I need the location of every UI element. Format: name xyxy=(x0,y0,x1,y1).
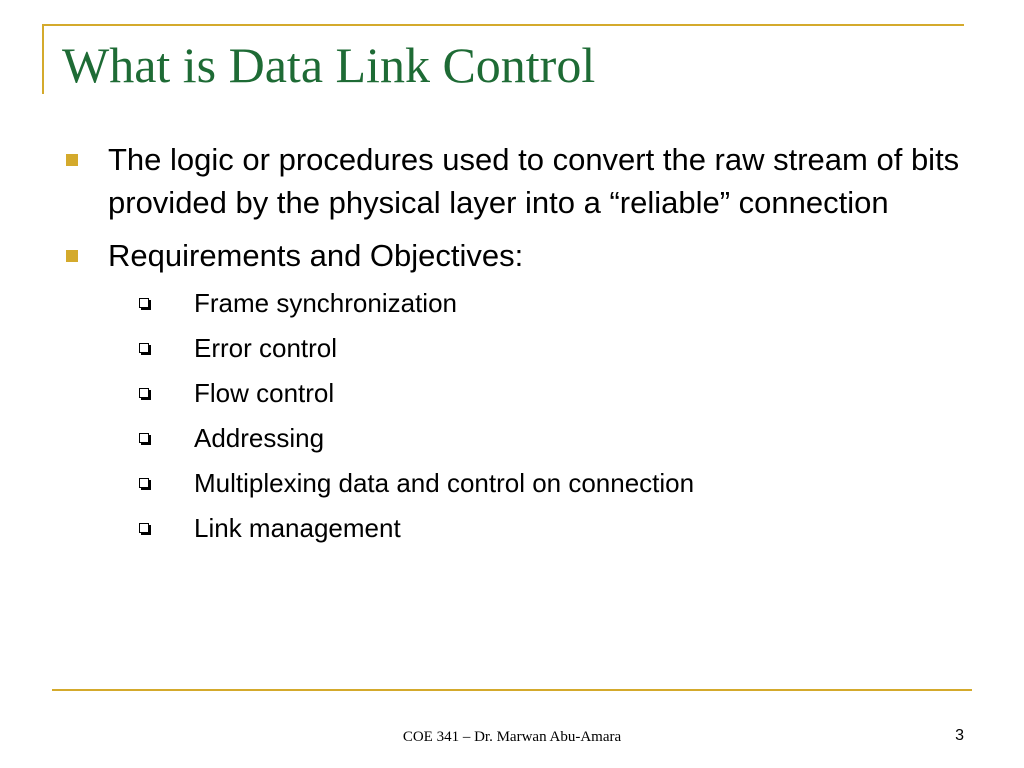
bullet-text: Requirements and Objectives: xyxy=(108,238,524,273)
bullet-text: The logic or procedures used to convert … xyxy=(108,142,960,220)
sub-bullet-item: Flow control xyxy=(62,371,962,416)
filled-square-bullet-icon xyxy=(66,250,78,262)
bullet-requirements: Requirements and Objectives: xyxy=(62,234,962,277)
sub-bullet-item: Addressing xyxy=(62,416,962,461)
sub-bullet-text: Multiplexing data and control on connect… xyxy=(194,468,695,498)
hollow-square-bullet-icon xyxy=(139,523,149,533)
sub-bullet-text: Flow control xyxy=(194,378,335,408)
frame-top-rule xyxy=(42,24,964,26)
sub-bullet-item: Frame synchronization xyxy=(62,281,962,326)
slide-body: The logic or procedures used to convert … xyxy=(62,138,962,551)
slide-title: What is Data Link Control xyxy=(62,37,596,93)
requirements-sublist: Frame synchronization Error control Flow… xyxy=(62,281,962,551)
footer-rule xyxy=(52,689,972,691)
sub-bullet-item: Multiplexing data and control on connect… xyxy=(62,461,962,506)
hollow-square-bullet-icon xyxy=(139,478,149,488)
frame-left-rule xyxy=(42,24,44,94)
sub-bullet-item: Link management xyxy=(62,506,962,551)
filled-square-bullet-icon xyxy=(66,154,78,166)
sub-bullet-text: Frame synchronization xyxy=(194,288,457,318)
footer-course-author: COE 341 – Dr. Marwan Abu-Amara xyxy=(402,729,622,745)
hollow-square-bullet-icon xyxy=(139,388,149,398)
hollow-square-bullet-icon xyxy=(139,343,149,353)
hollow-square-bullet-icon xyxy=(139,433,149,443)
sub-bullet-text: Link management xyxy=(194,513,401,543)
bullet-definition: The logic or procedures used to convert … xyxy=(62,138,962,224)
hollow-square-bullet-icon xyxy=(139,298,149,308)
sub-bullet-item: Error control xyxy=(62,326,962,371)
sub-bullet-text: Error control xyxy=(194,333,338,363)
sub-bullet-text: Addressing xyxy=(194,423,325,453)
page-number: 3 xyxy=(955,727,964,744)
